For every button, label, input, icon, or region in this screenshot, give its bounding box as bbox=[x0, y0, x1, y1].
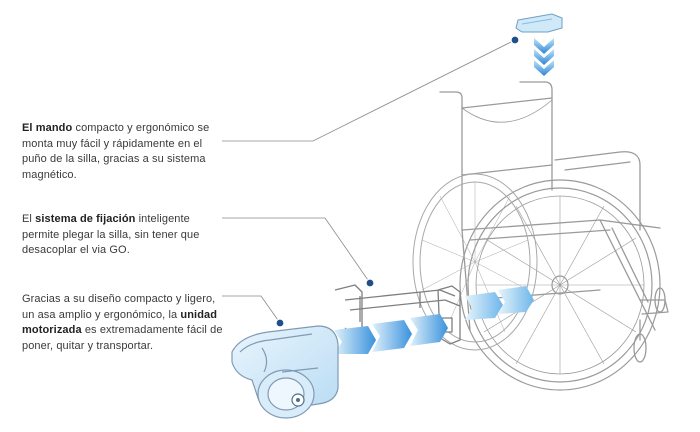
leader-dots bbox=[275, 35, 520, 328]
caption-motor-pre: Gracias a su diseño compacto y ligero, u… bbox=[22, 293, 216, 321]
caption-motor-unit: Gracias a su diseño compacto y ligero, u… bbox=[22, 292, 227, 354]
caption-controller-text: compacto y ergonómico se monta muy fácil… bbox=[22, 122, 210, 181]
leader-line-fixing bbox=[222, 217, 371, 284]
caption-fixing-pre: El bbox=[22, 213, 36, 225]
wheelchair-frame bbox=[439, 81, 669, 363]
caption-fixing-text: inteligente permite plegar la silla, sin… bbox=[22, 213, 200, 256]
rear-wheel bbox=[459, 179, 661, 391]
caption-motor-bold: unidad motorizada bbox=[22, 308, 218, 337]
caption-fixing-bold: sistema de fijación bbox=[35, 213, 136, 225]
leader-line-motor bbox=[222, 295, 281, 324]
leader-dot-fixing bbox=[365, 278, 375, 288]
caption-controller-bold: El mando bbox=[22, 122, 73, 134]
down-chevrons bbox=[534, 38, 554, 76]
leader-dot-motor bbox=[275, 318, 285, 328]
motor-unit bbox=[231, 325, 339, 419]
caption-controller: El mando compacto y ergonómico se monta … bbox=[22, 121, 227, 183]
far-wheel bbox=[412, 173, 538, 351]
caption-fixing-system: El sistema de fijación inteligente permi… bbox=[22, 212, 227, 259]
controller-unit bbox=[515, 13, 563, 33]
motion-arrows bbox=[334, 286, 534, 354]
leader-dot-controller bbox=[510, 35, 520, 45]
leader-lines bbox=[222, 39, 516, 324]
caption-motor-text: es extremadamente fácil de poner, quitar… bbox=[22, 324, 223, 352]
leader-line-controller bbox=[222, 39, 516, 142]
